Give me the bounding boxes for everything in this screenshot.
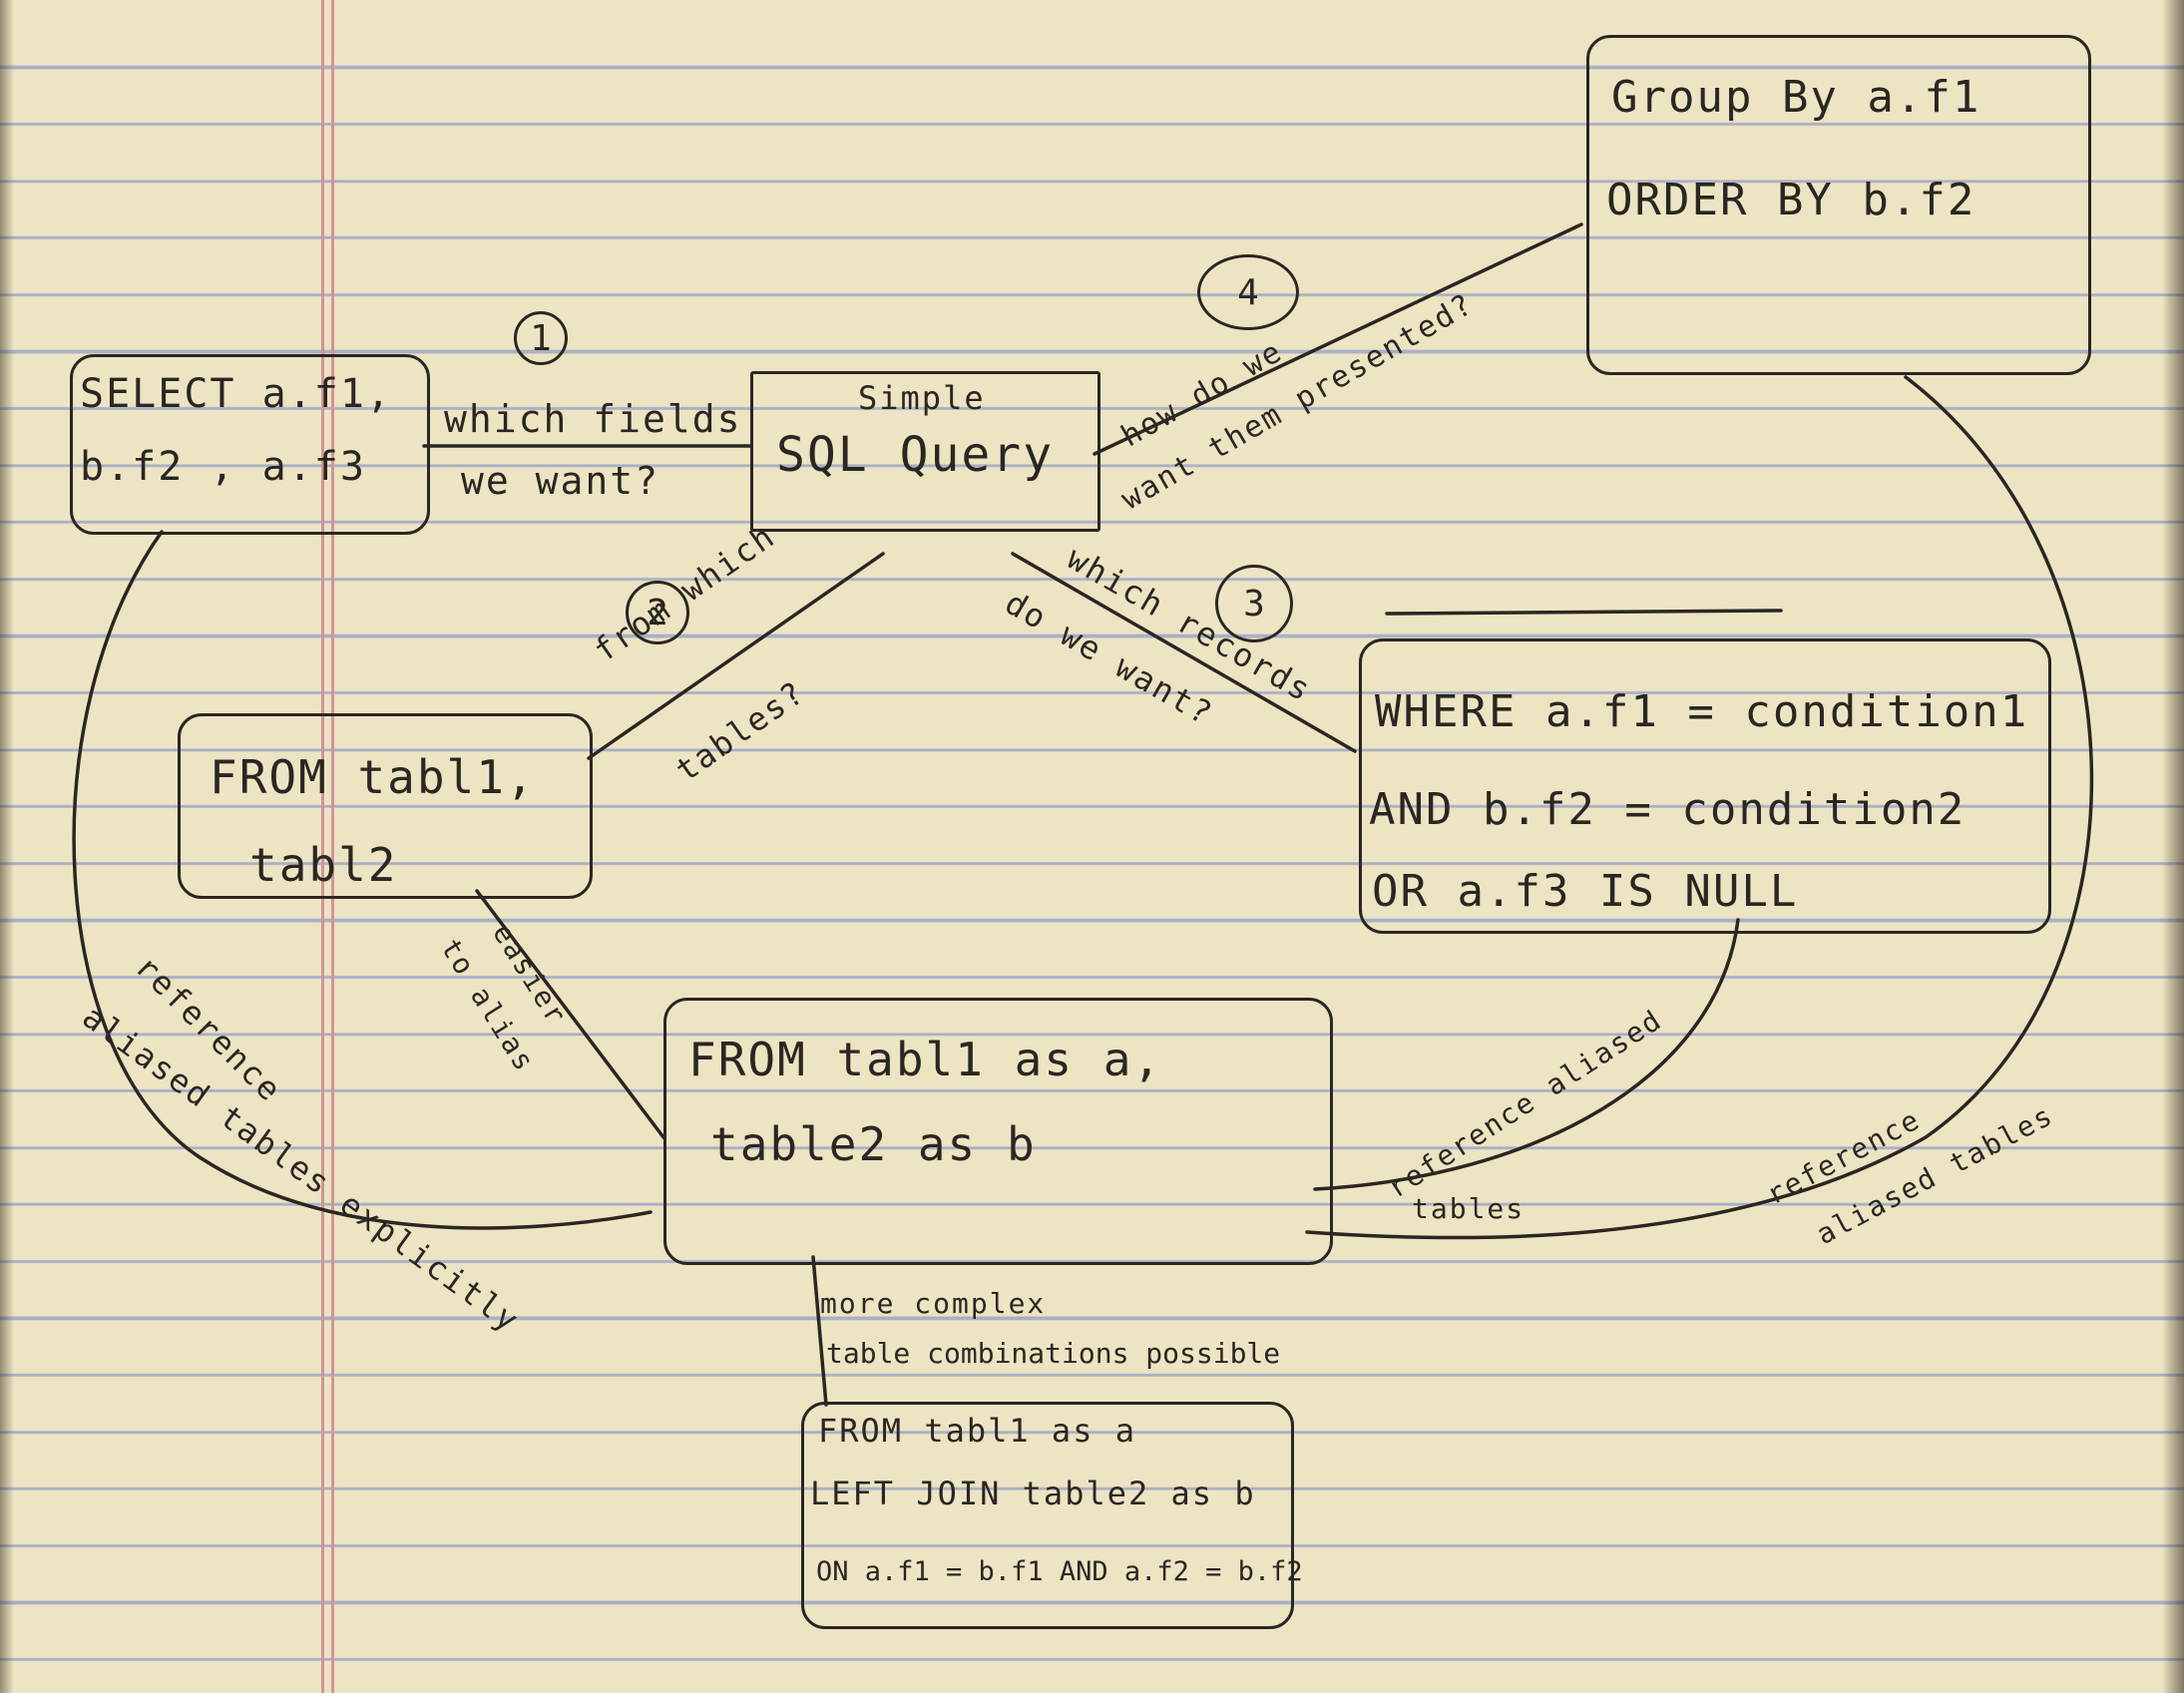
from-simple-line-1: FROM tabl1, — [210, 750, 536, 804]
q1-label-2: we want? — [461, 459, 660, 503]
from-simple-box — [178, 713, 593, 899]
center-line-2: SQL Query — [776, 427, 1055, 483]
join-line-3: ON a.f1 = b.f1 AND a.f2 = b.f2 — [816, 1556, 1303, 1587]
where-box — [1359, 638, 2051, 934]
group-box — [1586, 35, 2091, 375]
margin-line — [331, 0, 334, 1693]
margin-line — [321, 0, 324, 1693]
step-3-circle: 3 — [1215, 565, 1293, 642]
right-shadow — [2162, 0, 2184, 1693]
join-line-1: FROM tabl1 as a — [818, 1412, 1136, 1450]
curve-mid — [1313, 918, 1740, 1191]
select-line-2: b.f2 , a.f3 — [80, 444, 366, 490]
connector-group — [1092, 222, 1583, 456]
step-1-circle: 1 — [514, 311, 568, 365]
curve-left — [72, 530, 653, 1230]
where-line-3: OR a.f3 IS NULL — [1372, 866, 1799, 917]
from-simple-line-2: tabl2 — [249, 838, 398, 892]
from-alias-line-2: table2 as b — [710, 1117, 1037, 1171]
left-shadow — [0, 0, 14, 1693]
from-alias-box — [663, 998, 1333, 1265]
from-alias-line-1: FROM tabl1 as a, — [688, 1033, 1163, 1086]
group-line-1: Group By a.f1 — [1611, 72, 1981, 123]
join-box — [801, 1402, 1294, 1629]
step-2-circle: 2 — [626, 581, 689, 644]
ref-mid-label-2: tables — [1412, 1192, 1526, 1225]
center-box — [750, 371, 1100, 532]
join-line-2: LEFT JOIN table2 as b — [810, 1475, 1256, 1512]
connector-from — [587, 552, 885, 760]
connector-where — [1011, 552, 1357, 753]
group-line-2: ORDER BY b.f2 — [1606, 175, 1976, 225]
q1-label-1: which fields — [444, 397, 742, 441]
step-4-circle: 4 — [1197, 254, 1299, 330]
where-line-2: AND b.f2 = condition2 — [1369, 784, 1966, 835]
curve-right — [1305, 375, 2094, 1240]
center-line-1: Simple — [858, 379, 986, 417]
select-line-1: SELECT a.f1, — [80, 371, 392, 417]
select-box — [70, 354, 430, 535]
complex-label-2: table combinations possible — [826, 1337, 1281, 1370]
connector-where-top — [1385, 609, 1783, 616]
where-line-1: WHERE a.f1 = condition1 — [1375, 686, 2029, 737]
complex-label-1: more complex — [820, 1287, 1047, 1320]
connector-join — [811, 1255, 828, 1407]
connector-easier — [475, 889, 665, 1139]
